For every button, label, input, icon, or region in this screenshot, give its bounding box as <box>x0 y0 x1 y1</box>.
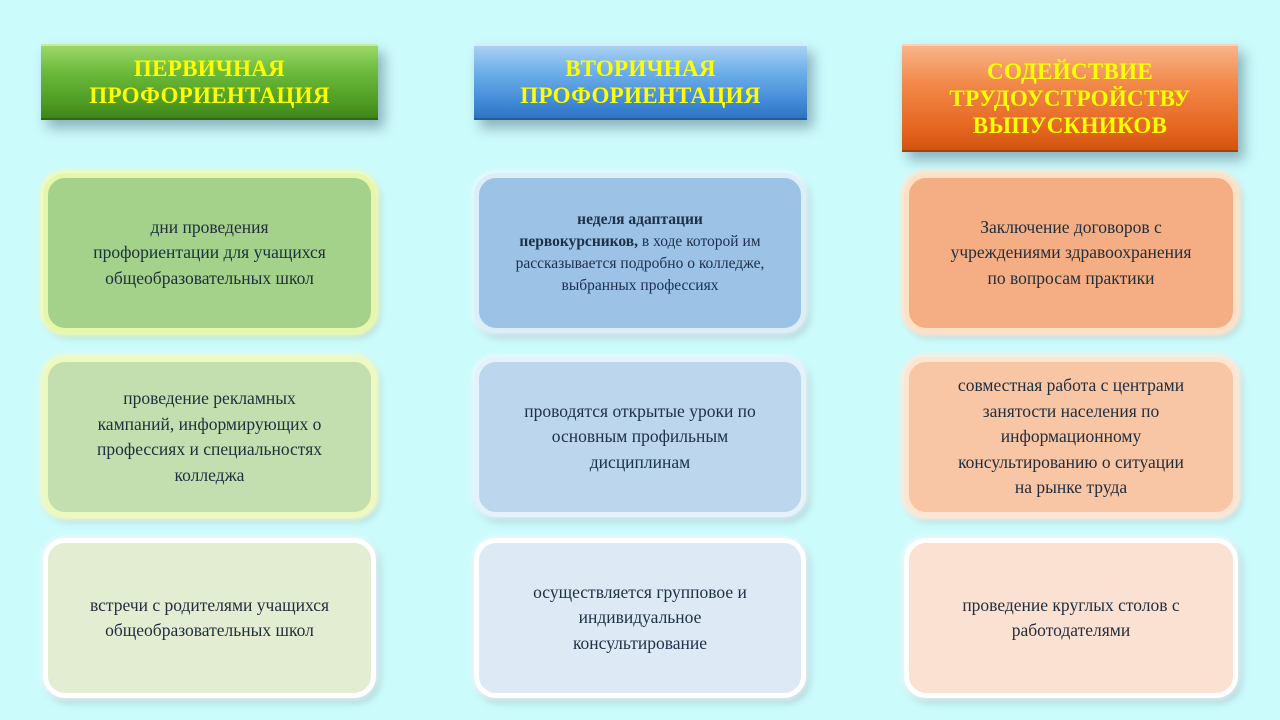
header-primary-career-guidance: ПЕРВИЧНАЯ ПРОФОРИЕНТАЦИЯ <box>41 44 378 120</box>
item-line: учреждениями здравоохранения <box>950 242 1192 263</box>
item-line: дисциплинам <box>589 451 691 472</box>
header-graduate-employment-assistance: СОДЕЙСТВИЕ ТРУДОУСТРОЙСТВУ ВЫПУСКНИКОВ <box>902 44 1238 152</box>
employment-item-2: совместная работа с центрами занятости н… <box>904 357 1238 517</box>
item-bold-line: неделя адаптации <box>577 211 703 228</box>
item-line: проведение круглых столов с <box>962 594 1180 615</box>
employment-item-1: Заключение договоров с учреждениями здра… <box>904 173 1238 333</box>
item-line: общеобразовательных школ <box>105 620 314 640</box>
item-line: проводятся открытые уроки по <box>524 400 756 421</box>
item-line: консультированию о ситуации <box>958 451 1184 472</box>
primary-item-3: встречи с родителями учащихся общеобразо… <box>43 538 376 698</box>
item-line: Заключение договоров с <box>980 216 1162 237</box>
item-line: консультирование <box>572 632 708 653</box>
header-line: ПРОФОРИЕНТАЦИЯ <box>89 83 330 108</box>
item-line: осуществляется групповое и <box>533 581 747 602</box>
item-line: основным профильным <box>551 426 729 447</box>
item-line: на рынке труда <box>1014 477 1128 498</box>
header-line: ТРУДОУСТРОЙСТВУ <box>949 85 1191 111</box>
employment-item-3: проведение круглых столов с работодателя… <box>904 538 1238 698</box>
item-line: профессиях и специальностях <box>96 439 323 459</box>
item-line: колледжа <box>174 464 245 485</box>
header-secondary-career-guidance: ВТОРИЧНАЯ ПРОФОРИЕНТАЦИЯ <box>474 44 807 120</box>
item-line: индивидуальное <box>578 607 702 628</box>
item-line: встречи с родителями учащихся <box>89 594 330 615</box>
item-line: по вопросам практики <box>987 267 1155 288</box>
primary-item-2: проведение рекламных кампаний, информиру… <box>43 357 376 517</box>
item-line: выбранных профессиях <box>561 277 719 294</box>
item-line: кампаний, информирующих о <box>97 413 322 434</box>
item-line: общеобразовательных школ <box>105 267 314 288</box>
item-line: совместная работа с центрами <box>957 375 1185 396</box>
secondary-item-3: осуществляется групповое и индивидуально… <box>474 538 806 698</box>
header-line: ПЕРВИЧНАЯ <box>133 56 286 81</box>
item-line: работодателями <box>1011 620 1131 640</box>
primary-item-1: дни проведения профориентации для учащих… <box>43 173 376 333</box>
item-line: занятости населения по <box>982 400 1160 421</box>
item-line: рассказывается подробно о колледже, <box>515 255 765 272</box>
item-line: проведение рекламных <box>123 388 296 408</box>
header-line: ПРОФОРИЕНТАЦИЯ <box>520 83 761 108</box>
header-line: СОДЕЙСТВИЕ <box>987 58 1153 84</box>
secondary-item-1: неделя адаптации первокурсников, в ходе … <box>474 173 806 333</box>
header-line: ВЫПУСКНИКОВ <box>972 112 1168 138</box>
secondary-item-2: проводятся открытые уроки по основным пр… <box>474 357 806 517</box>
item-line: дни проведения <box>150 216 269 237</box>
item-line: информационному <box>1000 426 1142 447</box>
header-line: ВТОРИЧНАЯ <box>565 56 716 81</box>
item-line: в ходе которой им <box>638 233 761 250</box>
item-bold-line: первокурсников, <box>519 233 639 250</box>
item-line: профориентации для учащихся <box>93 242 326 263</box>
